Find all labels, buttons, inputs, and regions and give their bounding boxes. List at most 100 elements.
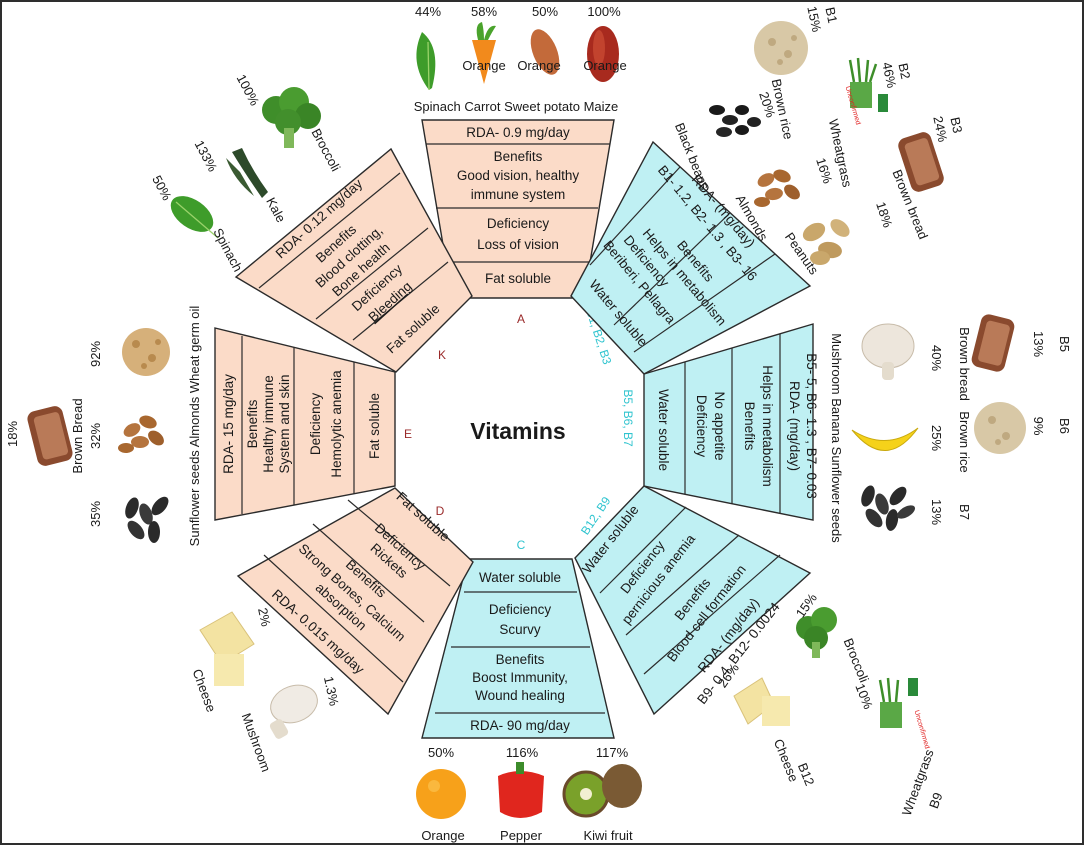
diagram-title: Vitamins bbox=[470, 418, 565, 444]
cheese-d-pct: 2% bbox=[255, 606, 274, 628]
spinach-k-pct: 50% bbox=[149, 173, 175, 203]
vitamin-a-solubility: Fat soluble bbox=[485, 271, 551, 286]
unconfirmed-b9: Unconfirmed bbox=[913, 710, 931, 750]
vitamin-e-solubility: Fat soluble bbox=[367, 393, 382, 459]
vitamin-a-benefits-line1: Good vision, healthy bbox=[457, 168, 580, 183]
vitamin-c-benefits-head: Benefits bbox=[496, 652, 545, 667]
vitamin-b567-rda-values: B5- 5, B6- 1.3 , B7- 0.03 bbox=[804, 353, 819, 499]
peanuts-pct: 18% bbox=[873, 200, 895, 230]
orange-icon bbox=[416, 769, 466, 819]
pepper-icon bbox=[498, 762, 544, 818]
vitamin-a-label: A bbox=[517, 312, 525, 326]
vitamin-b567-food-names: Mushroom Banana Sunflower seeds bbox=[829, 333, 844, 543]
brown-rice-b6-icon bbox=[974, 402, 1026, 454]
orange-name: Orange bbox=[421, 828, 464, 843]
broccoli-k-name: Broccoli bbox=[308, 126, 343, 174]
vitamin-a-benefits-line2: immune system bbox=[471, 187, 566, 202]
vitamin-e-label: E bbox=[404, 427, 412, 441]
vitamin-e-foods: Sunflower seeds Almonds Wheat germ oil 9… bbox=[5, 306, 202, 547]
mushroom-d-icon bbox=[269, 684, 318, 739]
almonds-e-pct: 32% bbox=[88, 423, 103, 449]
vitamin-e-deficiency-text: Hemolytic anemia bbox=[329, 370, 344, 478]
vitamin-b567-deficiency-head: Deficiency bbox=[694, 395, 709, 458]
sweet-potato-icon bbox=[530, 29, 560, 75]
vitamin-b567-solubility: Water soluble bbox=[656, 389, 671, 471]
vitamin-d-segment: Fat soluble Deficiency Rickets Benefits … bbox=[236, 487, 474, 716]
carrot-icon bbox=[472, 22, 496, 84]
sunflower-seeds-b7-pct: 13% bbox=[929, 499, 944, 525]
cheese-d-icon bbox=[199, 611, 255, 686]
vitamin-c-benefits-line1: Boost Immunity, bbox=[472, 670, 568, 685]
sunflower-seeds-e-pct: 35% bbox=[88, 501, 103, 527]
b12-tag: B12 bbox=[795, 761, 818, 788]
vitamin-e-deficiency-head: Deficiency bbox=[308, 393, 323, 456]
pepper-name: Pepper bbox=[500, 828, 543, 843]
banana-pct: 25% bbox=[929, 425, 944, 451]
b1-tag: B1 bbox=[822, 6, 840, 25]
vitamin-e-rda: RDA- 15 mg/day bbox=[221, 374, 236, 474]
brown-bread-e-pct: 18% bbox=[5, 421, 20, 447]
sunflower-seeds-e-icon bbox=[125, 496, 169, 543]
maize-sub: Orange bbox=[583, 58, 626, 73]
b5-pct: 13% bbox=[1031, 331, 1046, 357]
b7-tag: B7 bbox=[957, 504, 972, 520]
brown-bread-icon bbox=[898, 132, 944, 192]
vitamin-c-deficiency-head: Deficiency bbox=[489, 602, 552, 617]
sweet-potato-sub: Orange bbox=[517, 58, 560, 73]
wheatgrass-b9-pct: 10% bbox=[852, 681, 876, 711]
vitamin-a-deficiency-text: Loss of vision bbox=[477, 237, 559, 252]
vitamin-a-segment: RDA- 0.9 mg/day Benefits Good vision, he… bbox=[421, 119, 615, 299]
vitamin-e-food-names: Sunflower seeds Almonds Wheat germ oil bbox=[187, 306, 202, 547]
vitamin-c-segment: Water soluble Deficiency Scurvy Benefits… bbox=[421, 558, 615, 739]
broccoli-b129-name: Broccoli bbox=[841, 636, 872, 685]
b6-tag: B6 bbox=[1057, 418, 1072, 434]
vitamin-b567-benefits-head: Benefits bbox=[742, 402, 757, 451]
sweet-potato-pct: 50% bbox=[532, 4, 558, 19]
vitamin-e-benefits-line2: System and skin bbox=[277, 374, 292, 473]
spinach-icon bbox=[416, 32, 436, 91]
kale-pct: 133% bbox=[192, 138, 221, 175]
maize-icon bbox=[587, 26, 619, 82]
kiwi-name: Kiwi fruit bbox=[583, 828, 633, 843]
vitamin-b567-deficiency-text: No appetite bbox=[712, 391, 727, 460]
kale-icon bbox=[226, 148, 268, 198]
wheatgrass-b2-pct: 46% bbox=[879, 61, 899, 90]
spinach-k-name: Spinach bbox=[210, 226, 245, 275]
vitamin-a-rda: RDA- 0.9 mg/day bbox=[466, 125, 570, 140]
b3-tag: B3 bbox=[947, 116, 965, 135]
b9-tag: B9 bbox=[926, 790, 946, 810]
pepper-pct: 116% bbox=[506, 745, 539, 760]
carrot-sub: Orange bbox=[462, 58, 505, 73]
vitamin-b567-label: B5, B6, B7 bbox=[621, 389, 635, 447]
peanuts-icon bbox=[802, 219, 850, 265]
almonds-icon bbox=[754, 169, 800, 207]
kiwi-pct: 117% bbox=[596, 745, 629, 760]
mushroom-d-name: Mushroom bbox=[239, 711, 274, 774]
brown-bread-b3-pct: 24% bbox=[930, 115, 950, 144]
vitamin-c-label: C bbox=[517, 538, 526, 552]
brown-bread-e-name: Brown Bread bbox=[70, 398, 85, 473]
mushroom-d-pct: 1.3% bbox=[321, 675, 342, 708]
mushroom-icon bbox=[861, 323, 915, 380]
vitamin-b567-foods: Mushroom Banana Sunflower seeds 40% 25% … bbox=[829, 314, 1072, 543]
spinach-pct: 44% bbox=[415, 4, 441, 19]
broccoli-b9-icon bbox=[796, 607, 837, 658]
banana-icon bbox=[851, 427, 919, 451]
vitamin-c-foods: 50% 116% 117% Orange Pepper Kiwi fruit bbox=[416, 745, 642, 843]
vitamin-c-benefits-line2: Wound healing bbox=[475, 688, 565, 703]
vitamin-c-rda: RDA- 90 mg/day bbox=[470, 718, 570, 733]
vitamin-a-food-names: Spinach Carrot Sweet potato Maize bbox=[414, 99, 619, 114]
vitamin-k-segment: RDA- 0.12 mg/day Benefits Blood clotting… bbox=[234, 147, 473, 373]
spinach-k-icon bbox=[170, 196, 219, 239]
vitamin-c-deficiency-text: Scurvy bbox=[499, 622, 541, 637]
brown-rice-b1-pct: 15% bbox=[804, 5, 824, 34]
sunflower-seeds-icon bbox=[861, 485, 916, 531]
brown-bread-b5-name: Brown bread bbox=[957, 327, 972, 401]
brown-rice-icon bbox=[754, 21, 808, 75]
wheat-germ-pct: 92% bbox=[88, 341, 103, 367]
vitamin-a-deficiency-head: Deficiency bbox=[487, 216, 550, 231]
brown-bread-b5-icon bbox=[971, 314, 1015, 372]
cheese-b12-name: Cheese bbox=[771, 737, 802, 784]
